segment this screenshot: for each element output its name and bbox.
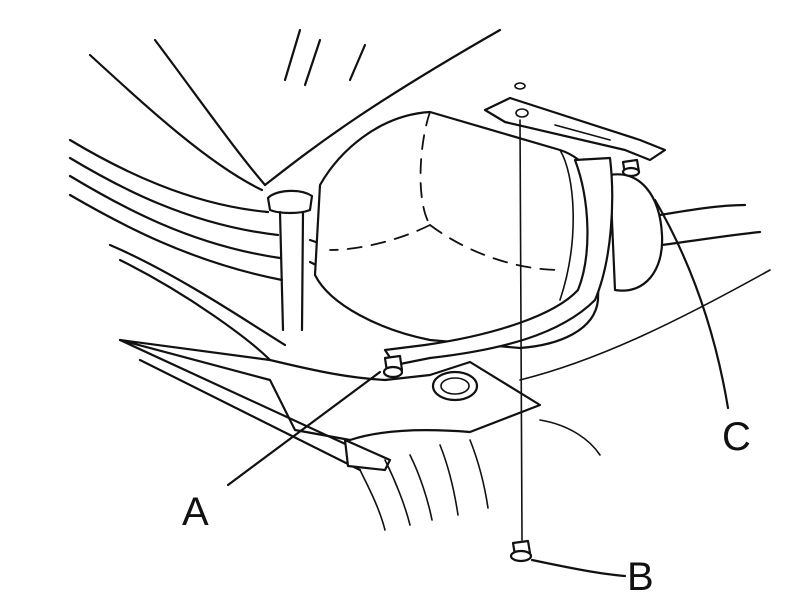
tank-end-cap [608, 173, 762, 292]
bolt-a-icon [382, 354, 404, 379]
fuel-tank [313, 110, 602, 350]
body-panel [88, 28, 502, 192]
callout-label-b: B [627, 555, 654, 599]
top-mount-bracket [483, 82, 667, 162]
strut-rod [266, 189, 314, 332]
leader-line-b [530, 558, 627, 578]
leader-line-c [653, 198, 730, 410]
underbody-lines [359, 269, 771, 531]
bolt-b-icon [509, 119, 533, 563]
bolt-c-icon [621, 158, 641, 178]
callout-label-c: C [722, 415, 751, 459]
callout-label-a: A [182, 490, 209, 534]
leader-line-a [226, 370, 382, 487]
tank-strap [383, 156, 614, 367]
frame-crossmember [108, 243, 542, 472]
